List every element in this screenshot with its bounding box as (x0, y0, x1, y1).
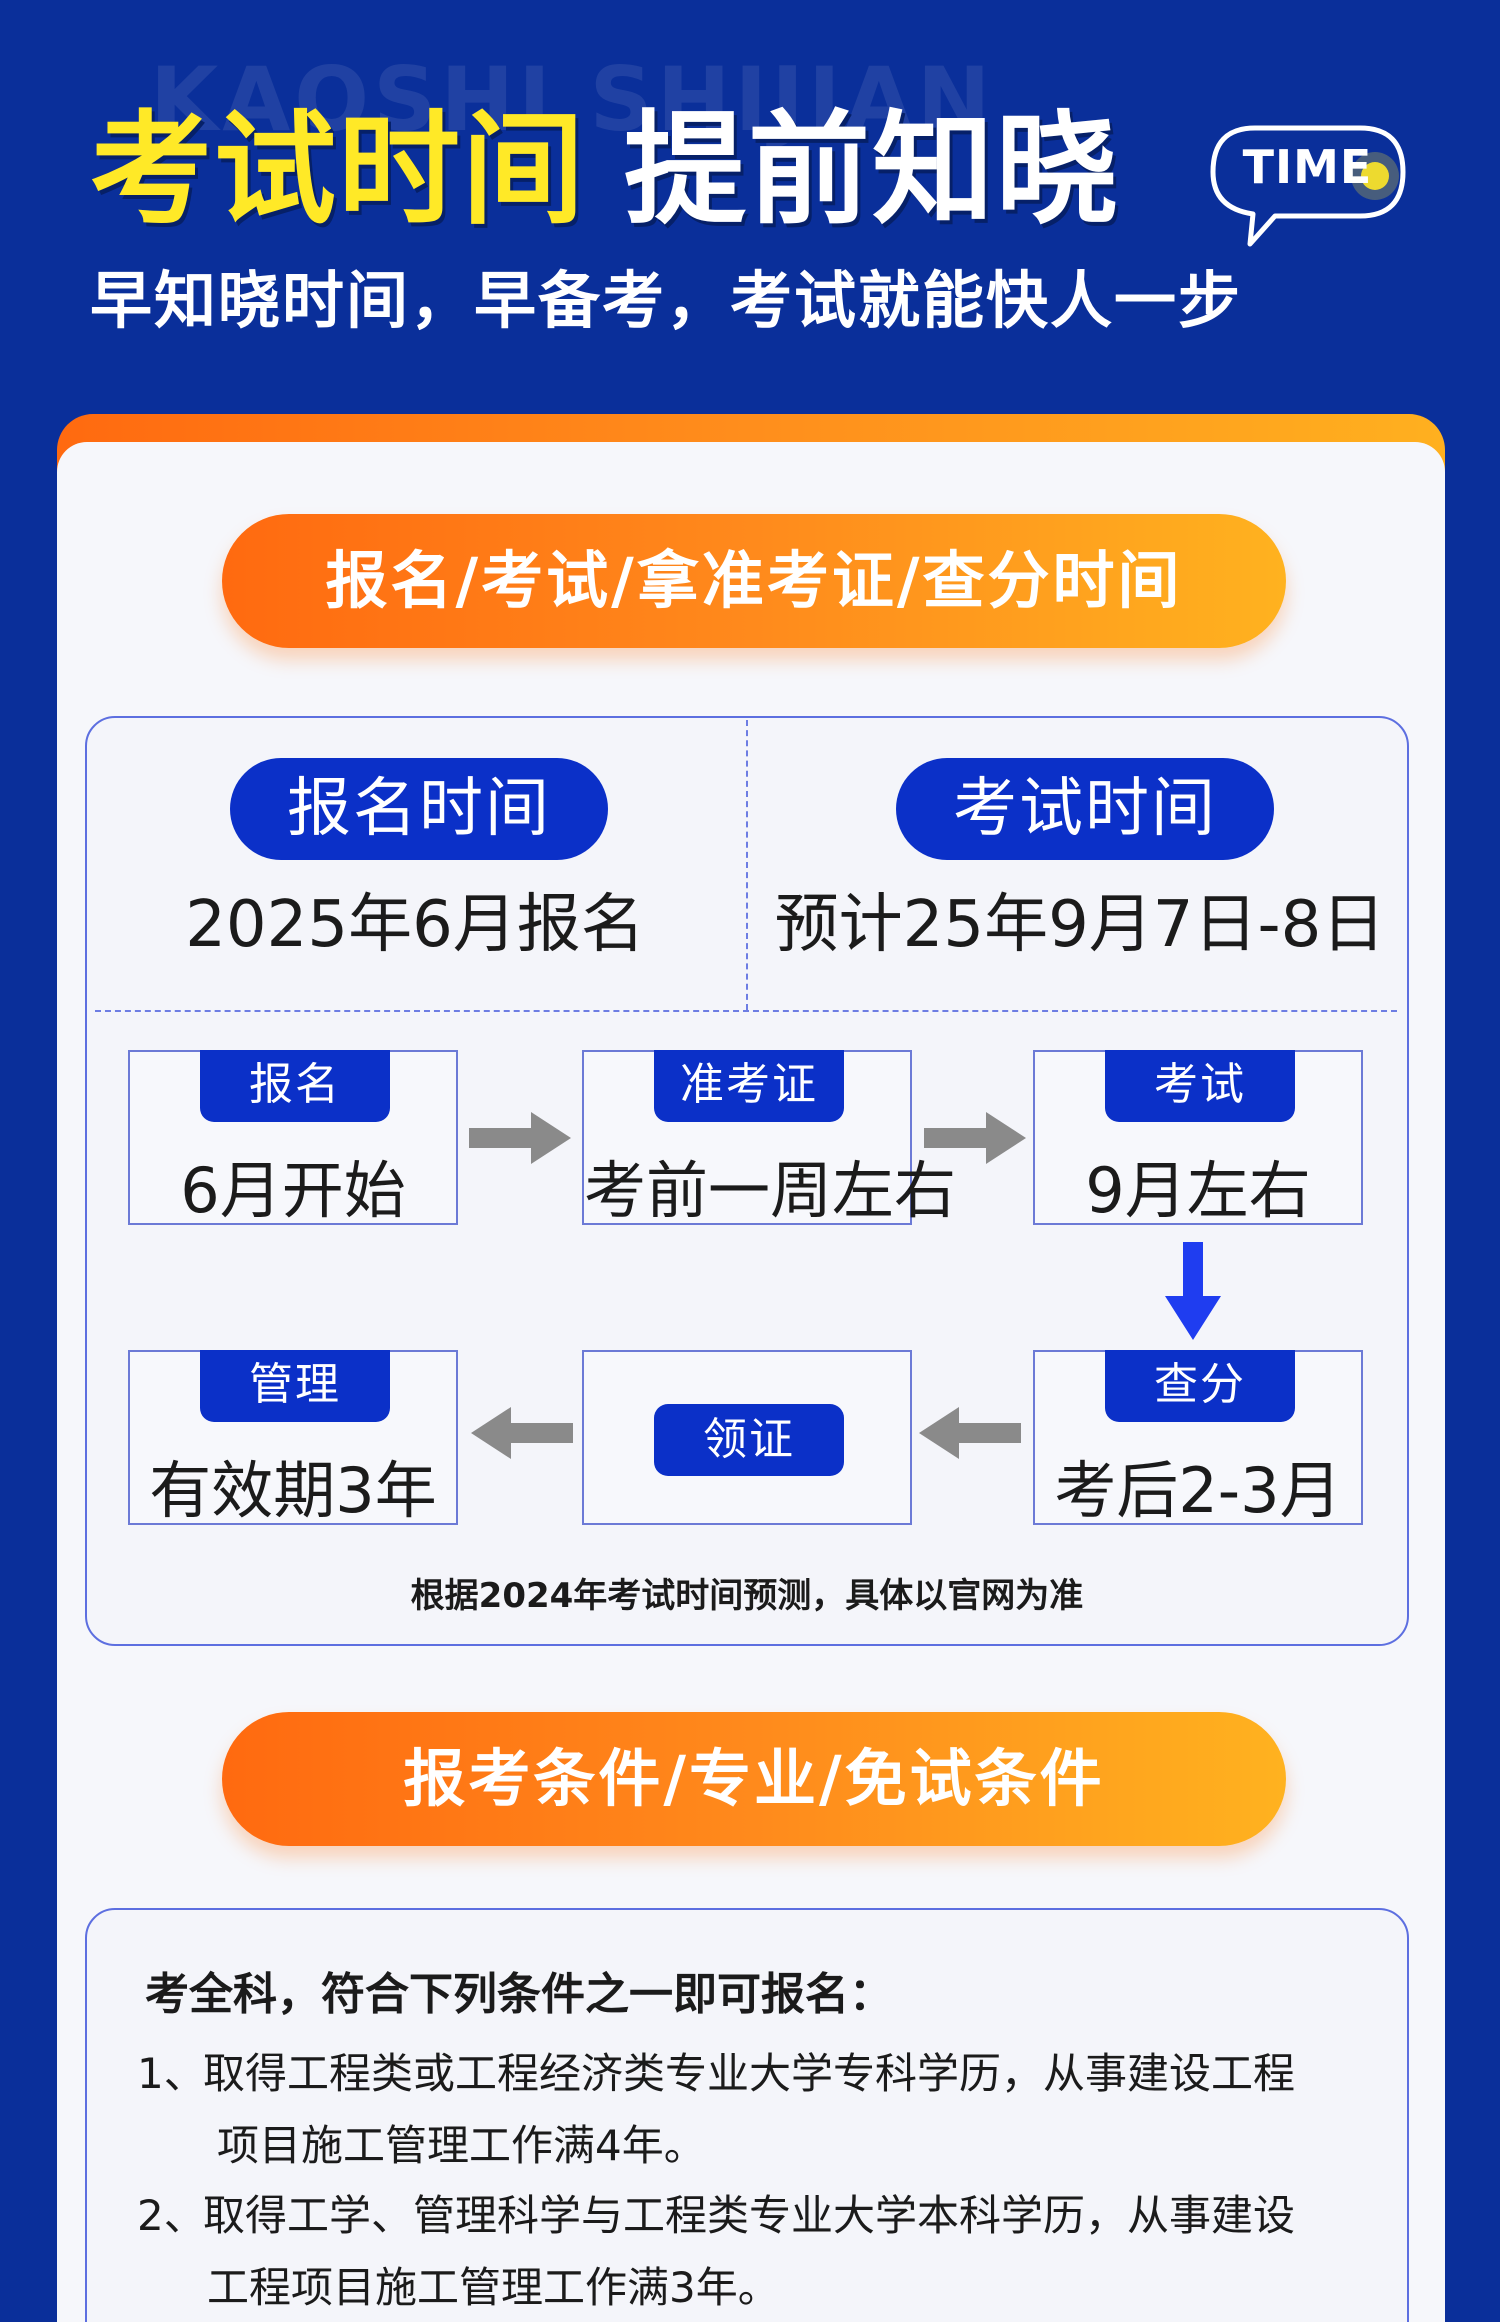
title-main: 提前知晓 (624, 99, 1120, 241)
arrow-right-icon (469, 1112, 571, 1164)
arrow-right-icon (924, 1112, 1026, 1164)
list-item-line: 取得工程类或工程经济类专业大学专科学历，从事建设工程 (203, 2049, 1296, 2098)
arrow-left-icon (471, 1407, 573, 1459)
list-item-number: 2、 (137, 2191, 206, 2240)
step-admission-ticket: 准考证 考前一周左右 (582, 1050, 956, 1227)
step-label: 准考证 (654, 1050, 844, 1122)
list-item-line: 取得工学、管理科学与工程类专业大学本科学历，从事建设 (203, 2191, 1296, 2240)
exam-time-value: 预计25年9月7日-8日 (774, 888, 1386, 962)
step-label: 报名 (200, 1050, 390, 1122)
arrow-down-icon (1165, 1242, 1221, 1340)
schedule-note: 根据2024年考试时间预测，具体以官网为准 (410, 1576, 1084, 1616)
step-registration: 报名 6月开始 (128, 1050, 458, 1227)
speech-bubble-icon: TIME (1205, 120, 1410, 250)
registration-time-label: 报名时间 (230, 758, 608, 860)
conditions-panel (85, 1908, 1409, 2322)
registration-time-value: 2025年6月报名 (185, 888, 645, 962)
page-title: 考试时间提前知晓 (90, 100, 1120, 240)
list-item-line: 工程项目施工管理工作满3年。 (207, 2263, 780, 2312)
conditions-heading: 考全科，符合下列条件之一即可报名： (145, 1969, 893, 2020)
vertical-divider (746, 720, 748, 1010)
step-value: 6月开始 (180, 1154, 406, 1227)
step-value: 有效期3年 (149, 1454, 437, 1527)
exam-time-label: 考试时间 (896, 758, 1274, 860)
step-value: 9月左右 (1085, 1154, 1311, 1227)
section-title-conditions: 报考条件/专业/免试条件 (222, 1712, 1286, 1846)
step-label: 领证 (654, 1404, 844, 1476)
list-item-number: 1、 (137, 2049, 206, 2098)
step-label: 管理 (200, 1350, 390, 1422)
step-exam: 考试 9月左右 (1033, 1050, 1363, 1227)
list-item-line: 项目施工管理工作满4年。 (217, 2121, 706, 2170)
section-title-schedule: 报名/考试/拿准考证/查分时间 (222, 514, 1286, 648)
step-management: 管理 有效期3年 (128, 1350, 458, 1527)
arrow-left-icon (919, 1407, 1021, 1459)
step-value: 考前一周左右 (584, 1154, 957, 1227)
header-watermark: KAOSHI SHIJIAN (150, 48, 995, 151)
page-subtitle: 早知晓时间，早备考，考试就能快人一步 (90, 264, 1243, 337)
step-value: 考后2-3月 (1054, 1454, 1342, 1527)
horizontal-divider (95, 1010, 1397, 1012)
step-certificate: 领证 (582, 1350, 912, 1525)
title-highlight: 考试时间 (90, 99, 586, 241)
step-score-query: 查分 考后2-3月 (1033, 1350, 1363, 1527)
step-label: 查分 (1105, 1350, 1295, 1422)
time-badge-label: TIME (1242, 140, 1373, 194)
step-label: 考试 (1105, 1050, 1295, 1122)
